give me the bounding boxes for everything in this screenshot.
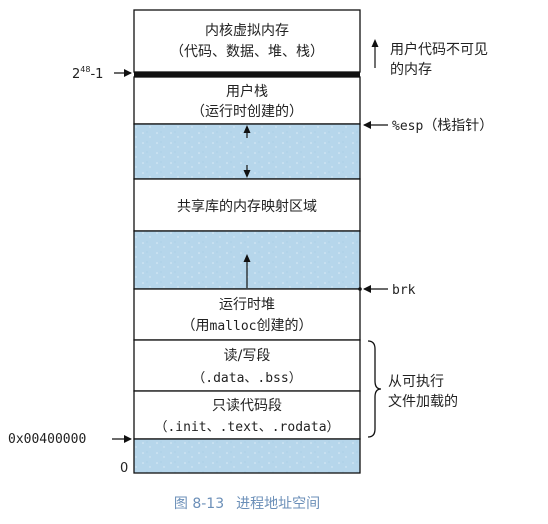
shared-libraries-title: 共享库的内存映射区域 [177,198,317,215]
top-address-base: 2 [72,67,80,82]
shared-libraries-segment [133,178,361,232]
zero-address-label: 0 [120,461,128,476]
runtime-heap-segment [133,288,361,341]
read-only-code-segment [133,390,361,440]
read-only-code-subtitle: （.init、.text、.rodata） [154,420,339,435]
figure-title: 进程地址空间 [236,496,320,512]
user-stack-title: 用户栈 [226,83,268,100]
kernel-memory-title: 内核虚拟内存 [205,23,289,39]
loaded-from-executable-line2: 文件加载的 [388,394,458,410]
malloc-code: malloc [210,319,257,334]
loaded-from-executable-line1: 从可执行 [388,374,444,390]
brk-marker [358,287,362,291]
brk-label: brk [392,283,416,298]
top-address-label: 248-1 [72,65,103,82]
runtime-heap-subtitle: （用malloc创建的） [182,318,313,334]
shared-growth-arrowhead [243,170,251,178]
runtime-heap-subtitle-prefix: （用 [182,318,210,334]
esp-pointer-label: %esp（栈指针） [392,118,493,134]
stack-growth-arrowhead [243,125,251,133]
user-stack-segment [133,76,361,125]
figure-caption: 图 8-13 进程地址空间 [174,496,320,512]
esp-register: %esp [392,119,423,134]
kernel-memory-subtitle: （代码、数据、堆、栈） [170,44,324,60]
invisible-memory-label-line2: 的内存 [390,62,432,78]
heap-growth-arrowhead [243,254,251,262]
read-write-title: 读/写段 [224,347,271,364]
read-write-segment [133,339,361,392]
esp-description: （栈指针） [423,118,493,134]
user-kernel-boundary [134,72,360,77]
top-address-suffix: -1 [90,67,103,82]
runtime-heap-subtitle-suffix: 创建的） [256,318,312,334]
code-start-address-label: 0x00400000 [8,432,86,447]
read-only-code-title: 只读代码段 [212,397,282,414]
invisible-memory-label-line1: 用户代码不可见 [390,41,488,58]
user-stack-subtitle: （运行时创建的） [191,104,303,120]
runtime-heap-title: 运行时堆 [219,297,275,313]
loaded-from-executable-brace [367,340,382,438]
unused-region-bottom [133,438,361,474]
figure-number: 图 8-13 [174,496,224,512]
read-write-subtitle: （.data、.bss） [192,371,301,386]
invisible-memory-arrowhead [371,39,379,47]
top-address-exponent: 48 [80,65,90,74]
kernel-memory-segment [133,9,361,73]
